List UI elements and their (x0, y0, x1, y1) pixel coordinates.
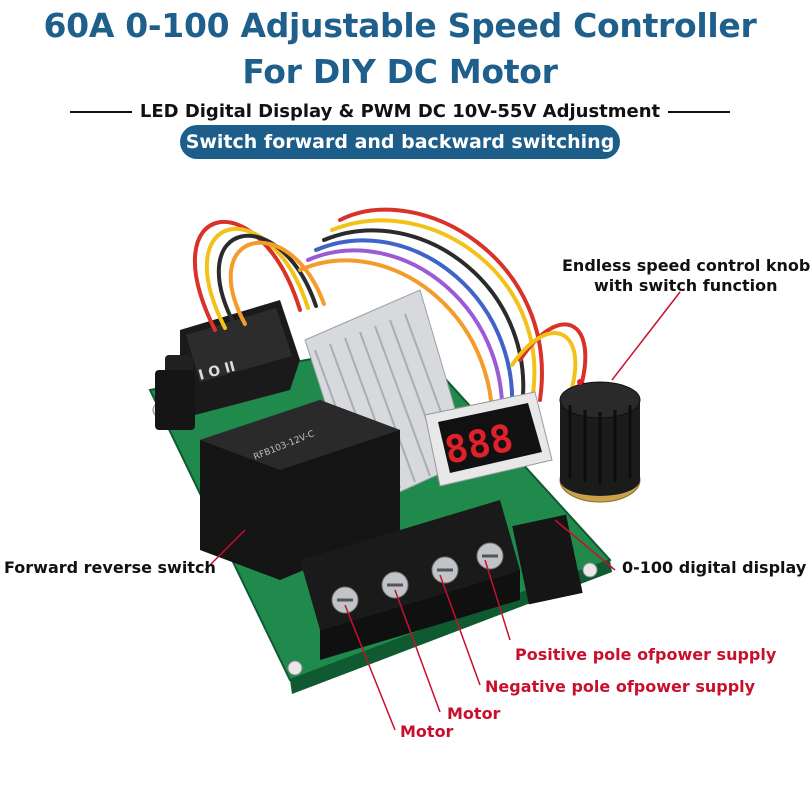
wire-bundle (193, 207, 588, 452)
mount-hole (287, 660, 303, 676)
mount-hole (582, 562, 598, 578)
knob-label-line1: Endless speed control knob (562, 256, 810, 275)
digital-display-label: 0-100 digital display (622, 558, 807, 577)
page-title-line2: For DIY DC Motor (242, 52, 558, 91)
leader-lines (204, 291, 681, 731)
negative-pole-label: Negative pole ofpower supply (485, 677, 756, 696)
rocker-switch: I O II (180, 300, 300, 415)
relay: RFB103-12V-C (200, 400, 400, 580)
pin-header (512, 514, 583, 605)
led-display: 888 (424, 391, 553, 487)
speed-knob (559, 379, 641, 503)
subtitle: LED Digital Display & PWM DC 10V-55V Adj… (139, 101, 661, 122)
motor-label-2: Motor (400, 722, 454, 741)
forward-reverse-label: Forward reverse switch (4, 558, 216, 577)
terminal-block (300, 500, 520, 660)
positive-pole-label: Positive pole ofpower supply (515, 645, 777, 664)
subtitle-row: LED Digital Display & PWM DC 10V-55V Adj… (0, 100, 800, 124)
product-illustration: RFB103-12V-C I O II 888 (148, 207, 681, 731)
subtitle-rule-left (70, 111, 132, 113)
relay-small (155, 370, 195, 430)
page-title-line1: 60A 0-100 Adjustable Speed Controller (43, 6, 757, 45)
feature-pill: Switch forward and backward switching (180, 125, 620, 159)
knob-label-line2: with switch function (594, 276, 778, 295)
motor-label-1: Motor (447, 704, 501, 723)
subtitle-rule-right (668, 111, 730, 113)
